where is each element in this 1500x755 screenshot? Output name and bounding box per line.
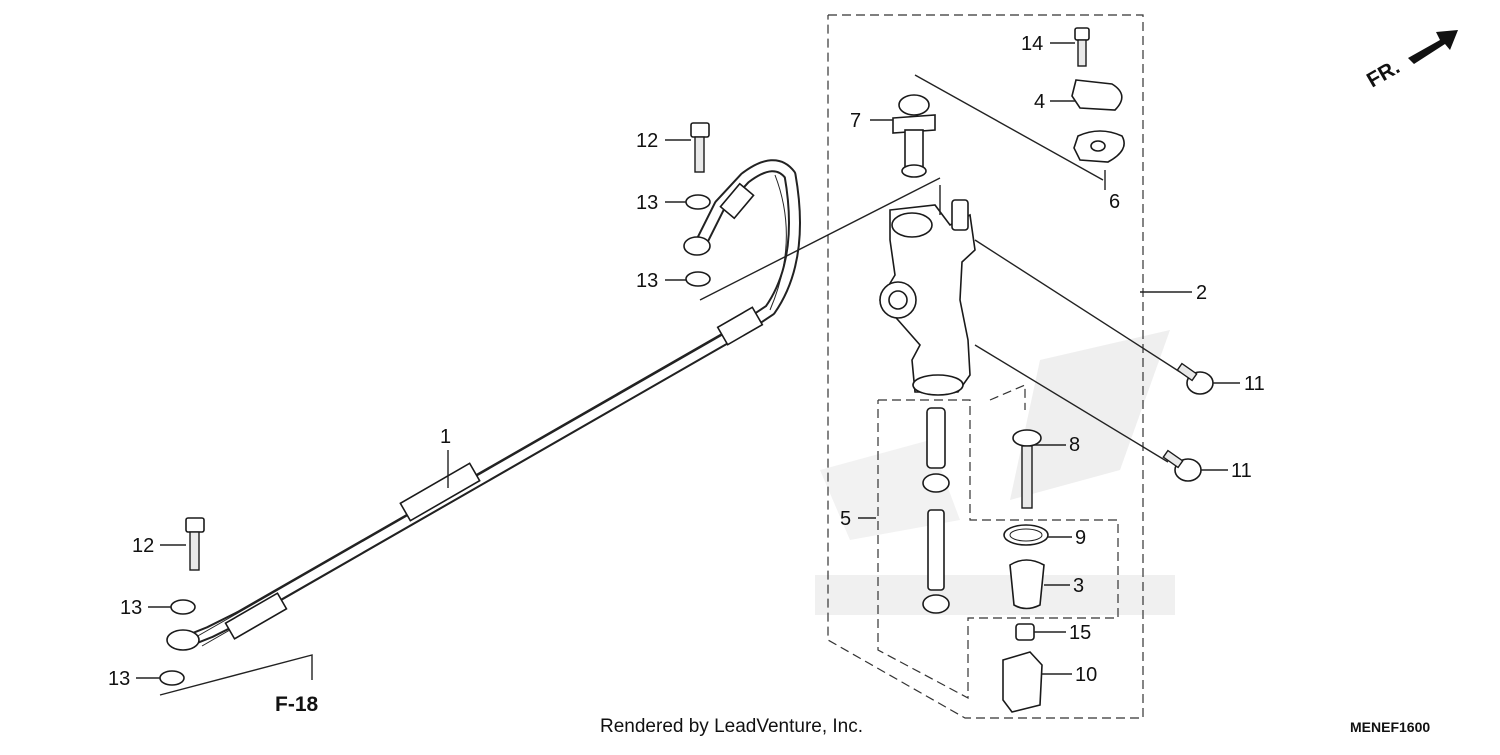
fr-label: FR. [1363,55,1404,92]
callout-1: 1 [440,426,451,448]
front-direction-arrow: FR. [1363,30,1458,92]
callout-4: 4 [1034,91,1045,113]
render-credit: Rendered by LeadVenture, Inc. [600,716,863,737]
callout-15: 15 [1069,622,1091,644]
mounting-bolts [1162,362,1214,482]
callout-13-c: 13 [636,270,658,292]
banjo-bolt-lower [185,517,205,571]
callout-6: 6 [1109,191,1120,213]
joint-nut [1015,623,1035,641]
dust-boot [1009,559,1045,610]
callout-2: 2 [1196,282,1207,304]
reservoir-joint [892,94,936,178]
master-cylinder-body [879,199,976,396]
callout-14: 14 [1021,33,1043,55]
banjo-bolt-upper [690,122,710,173]
callout-8: 8 [1069,434,1080,456]
callout-10: 10 [1075,664,1097,686]
callout-11-lower: 11 [1231,460,1252,482]
reservoir-cap [1071,27,1125,163]
brake-hose [187,159,801,647]
leader-lines [136,42,1240,696]
callout-3: 3 [1073,575,1084,597]
callout-13-b: 13 [636,192,658,214]
callout-labels: 1 2 3 4 5 6 7 8 9 10 11 11 12 12 13 13 1… [108,33,1265,690]
push-rod [1012,429,1042,509]
callout-11-upper: 11 [1244,373,1265,395]
push-rod-joint [1002,651,1043,713]
callout-9: 9 [1075,527,1086,549]
circlip [1003,524,1049,546]
reference-f18: F-18 [275,693,319,716]
callout-12-upper: 12 [636,130,658,152]
watermark-logo [815,330,1175,615]
assembly-boundary [827,14,1144,719]
callout-7: 7 [850,110,861,132]
callout-13-a: 13 [120,597,142,619]
callout-5: 5 [840,508,851,530]
callout-12-lower: 12 [132,535,154,557]
callout-13-d: 13 [108,668,130,690]
piston-set [922,407,950,614]
diagram-code: MENEF1600 [1350,719,1430,735]
